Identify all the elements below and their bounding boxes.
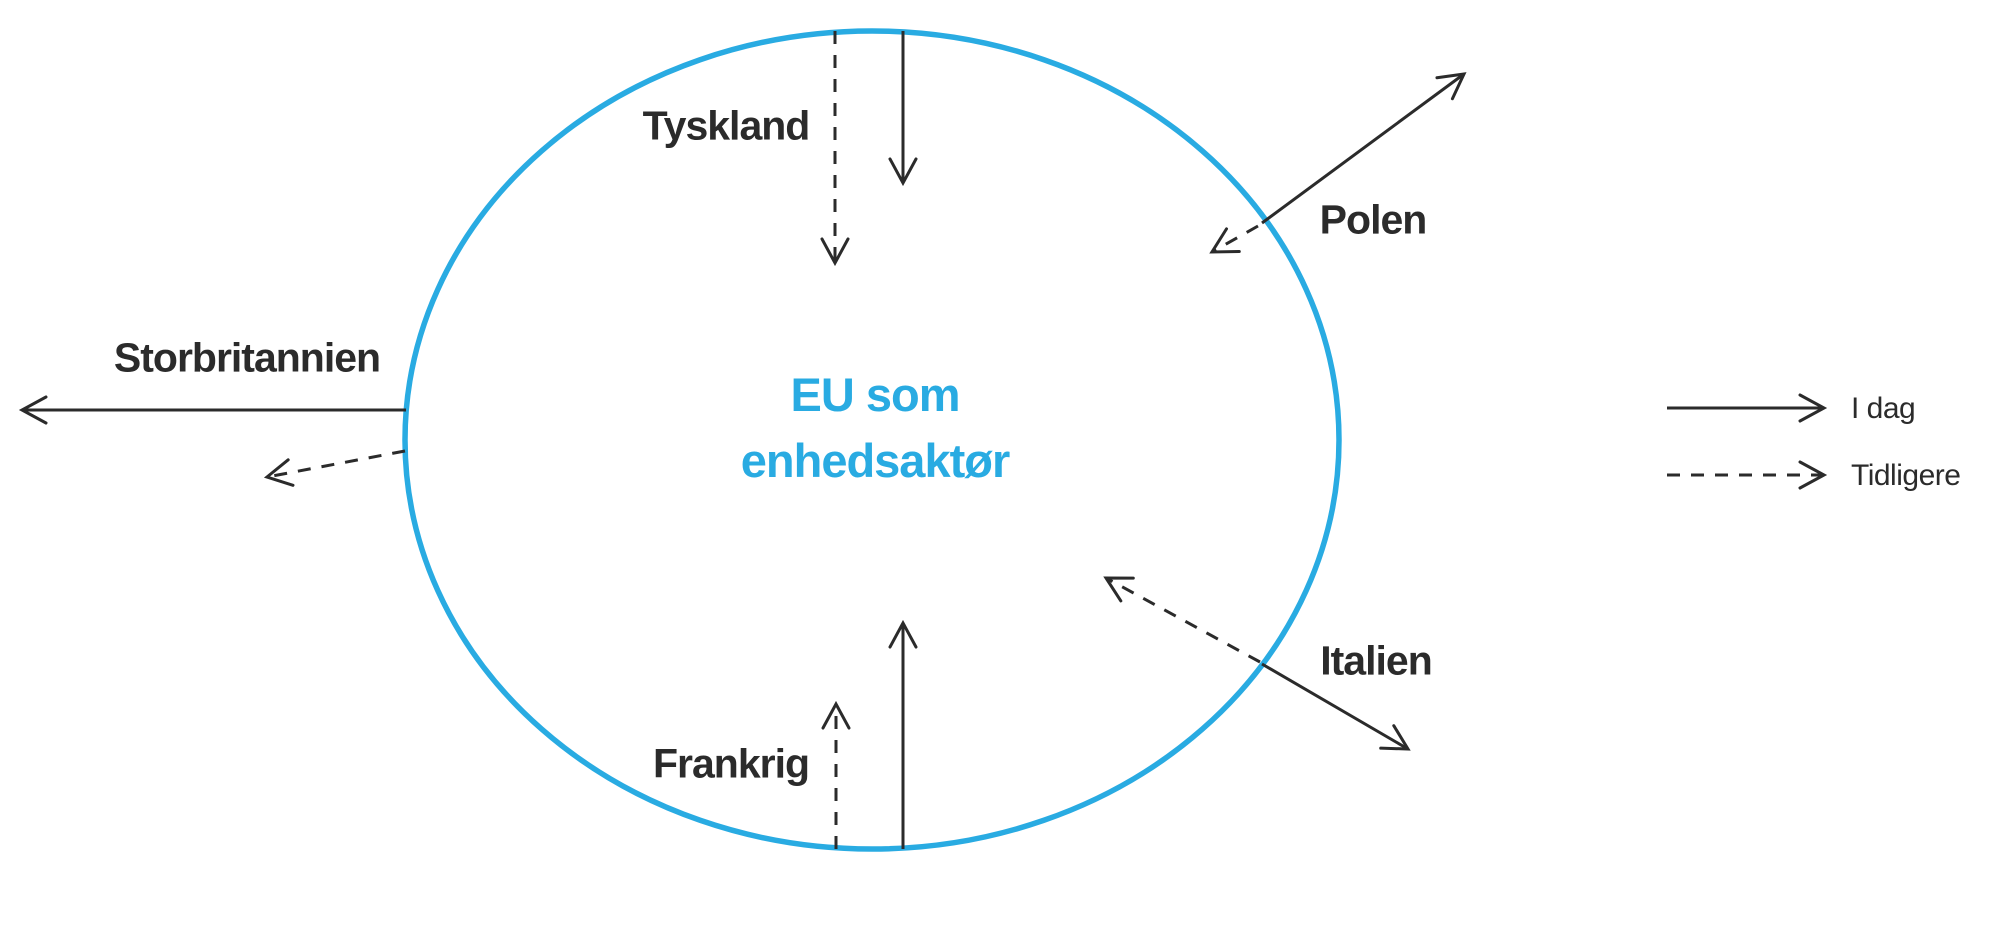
country-label-frankrig: Frankrig (652, 740, 810, 787)
legend-label-earlier: Tidligere (1851, 459, 1961, 492)
eu-circle (402, 28, 1342, 852)
storbritannien-earlier-arrow (263, 449, 406, 487)
country-label-italien: Italien (1320, 637, 1432, 684)
italien-today-arrow (1261, 662, 1411, 751)
center-title-line2: enhedsaktør (740, 434, 1010, 487)
legend-label-today: I dag (1851, 392, 1916, 425)
center-title: EU som enhedsaktør (740, 362, 1010, 494)
country-label-polen: Polen (1319, 196, 1428, 243)
center-title-line1: EU som (790, 368, 960, 421)
country-label-storbritannien: Storbritannien (113, 334, 381, 381)
polen-today-arrow (1261, 72, 1467, 225)
polen-earlier-arrow (1209, 224, 1259, 254)
italien-earlier-arrow (1103, 576, 1261, 664)
country-label-tyskland: Tyskland (642, 102, 811, 149)
